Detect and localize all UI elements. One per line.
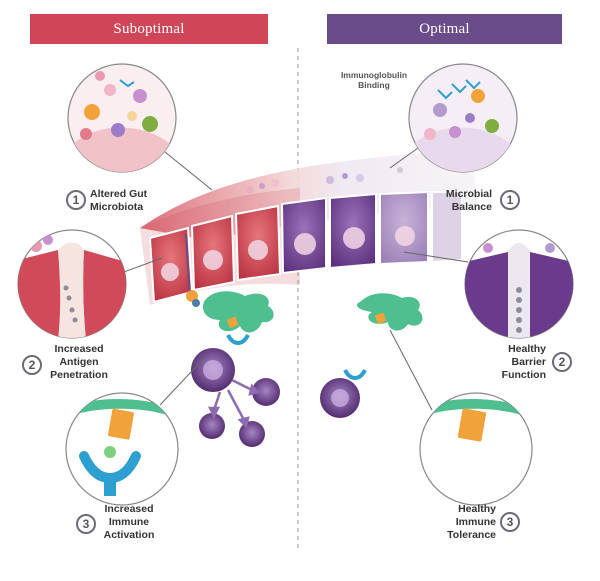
right-item-1-number: 1: [500, 190, 520, 210]
epithelial-cells: [148, 190, 463, 304]
zoom-immune-tolerance: [419, 392, 533, 506]
zoom-healthy-barrier: [464, 229, 574, 339]
activated-immune-cells: [191, 348, 280, 447]
antigen-leak: [185, 233, 200, 307]
zoom-antigen-penetration: [17, 229, 127, 339]
left-item-1-label: Altered Gut Microbiota: [90, 188, 148, 213]
dendritic-cell-left: [202, 291, 274, 333]
left-item-3-label: Increased Immune Activation: [103, 503, 155, 541]
gut-epithelium: [140, 150, 478, 305]
cell-nuclei: [161, 226, 415, 281]
suboptimal-header: Suboptimal: [30, 14, 268, 44]
left-item-2-label: Increased Antigen Penetration: [50, 343, 108, 381]
zoom-immune-activation: [65, 392, 179, 506]
zoom-altered-microbiota: [67, 63, 177, 173]
zoom-microbial-balance: [408, 63, 518, 173]
surface-microbes: [246, 167, 403, 194]
connector-lines: [123, 147, 469, 411]
left-item-3-number: 3: [76, 514, 96, 534]
right-item-2-number: 2: [552, 352, 572, 372]
right-item-2-label: Healthy Barrier Function: [501, 343, 546, 381]
right-item-3-number: 3: [500, 512, 520, 532]
right-item-3-label: Healthy Immune Tolerance: [447, 503, 496, 541]
right-item-1-label: Microbial Balance: [445, 188, 492, 213]
optimal-header: Optimal: [327, 14, 562, 44]
left-item-2-number: 2: [22, 355, 42, 375]
dendritic-cell-right: [356, 293, 423, 331]
left-item-1-number: 1: [66, 190, 86, 210]
immunoglobulin-callout: Immunoglobulin Binding: [340, 70, 408, 90]
